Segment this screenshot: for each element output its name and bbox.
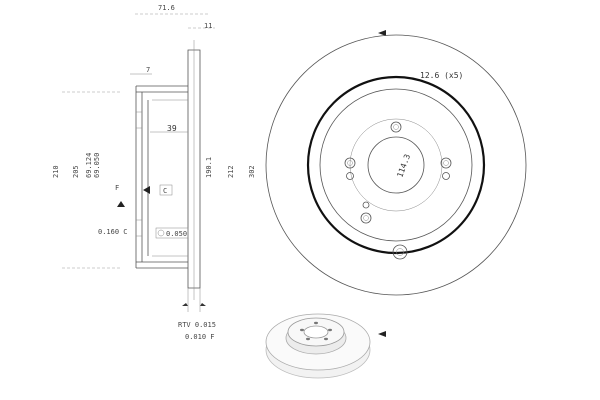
bolt-holes-label: 12.6 (x5) [420,71,463,80]
datum-f-label: F [115,184,119,192]
dim-diameter-b: 212 [227,165,235,178]
flatness-callout: 0.050 [166,230,187,238]
pcd-label: 114.3 [395,153,412,179]
disc-3d-thumbnail [265,313,371,379]
bolt-hole [360,212,372,224]
dim-hat-depth: 39 [167,124,177,133]
dim-diameter-a: 190.1 [205,157,213,178]
rtv-callout: RTV 0.015 [178,321,216,329]
dim-mid-diameter: 205 [72,165,80,178]
dim-hat-offset: 7 [146,66,150,74]
dim-top-width: 71.6 [158,4,175,12]
bolt-hole [440,157,452,169]
front-view: 12.6 (x5) 114.3 [265,30,527,337]
dim-flange-thickness: 11 [204,22,212,30]
dim-outer-diameter: 210 [52,165,60,178]
dim-bore-max: 69.124 [85,153,93,178]
bolt-hole [392,244,408,260]
bolt-hole [390,121,402,133]
side-section-view: 71.6 11 7 39 C F 0.1 [52,4,256,341]
bolt-hole [344,157,356,169]
runout-callout: 0.160 C [98,228,128,236]
datum-c-label: C [163,187,167,195]
dim-bore-min: 69.050 [93,153,101,178]
parallel-callout: 0.010 F [185,333,215,341]
dim-diameter-c: 302 [248,165,256,178]
